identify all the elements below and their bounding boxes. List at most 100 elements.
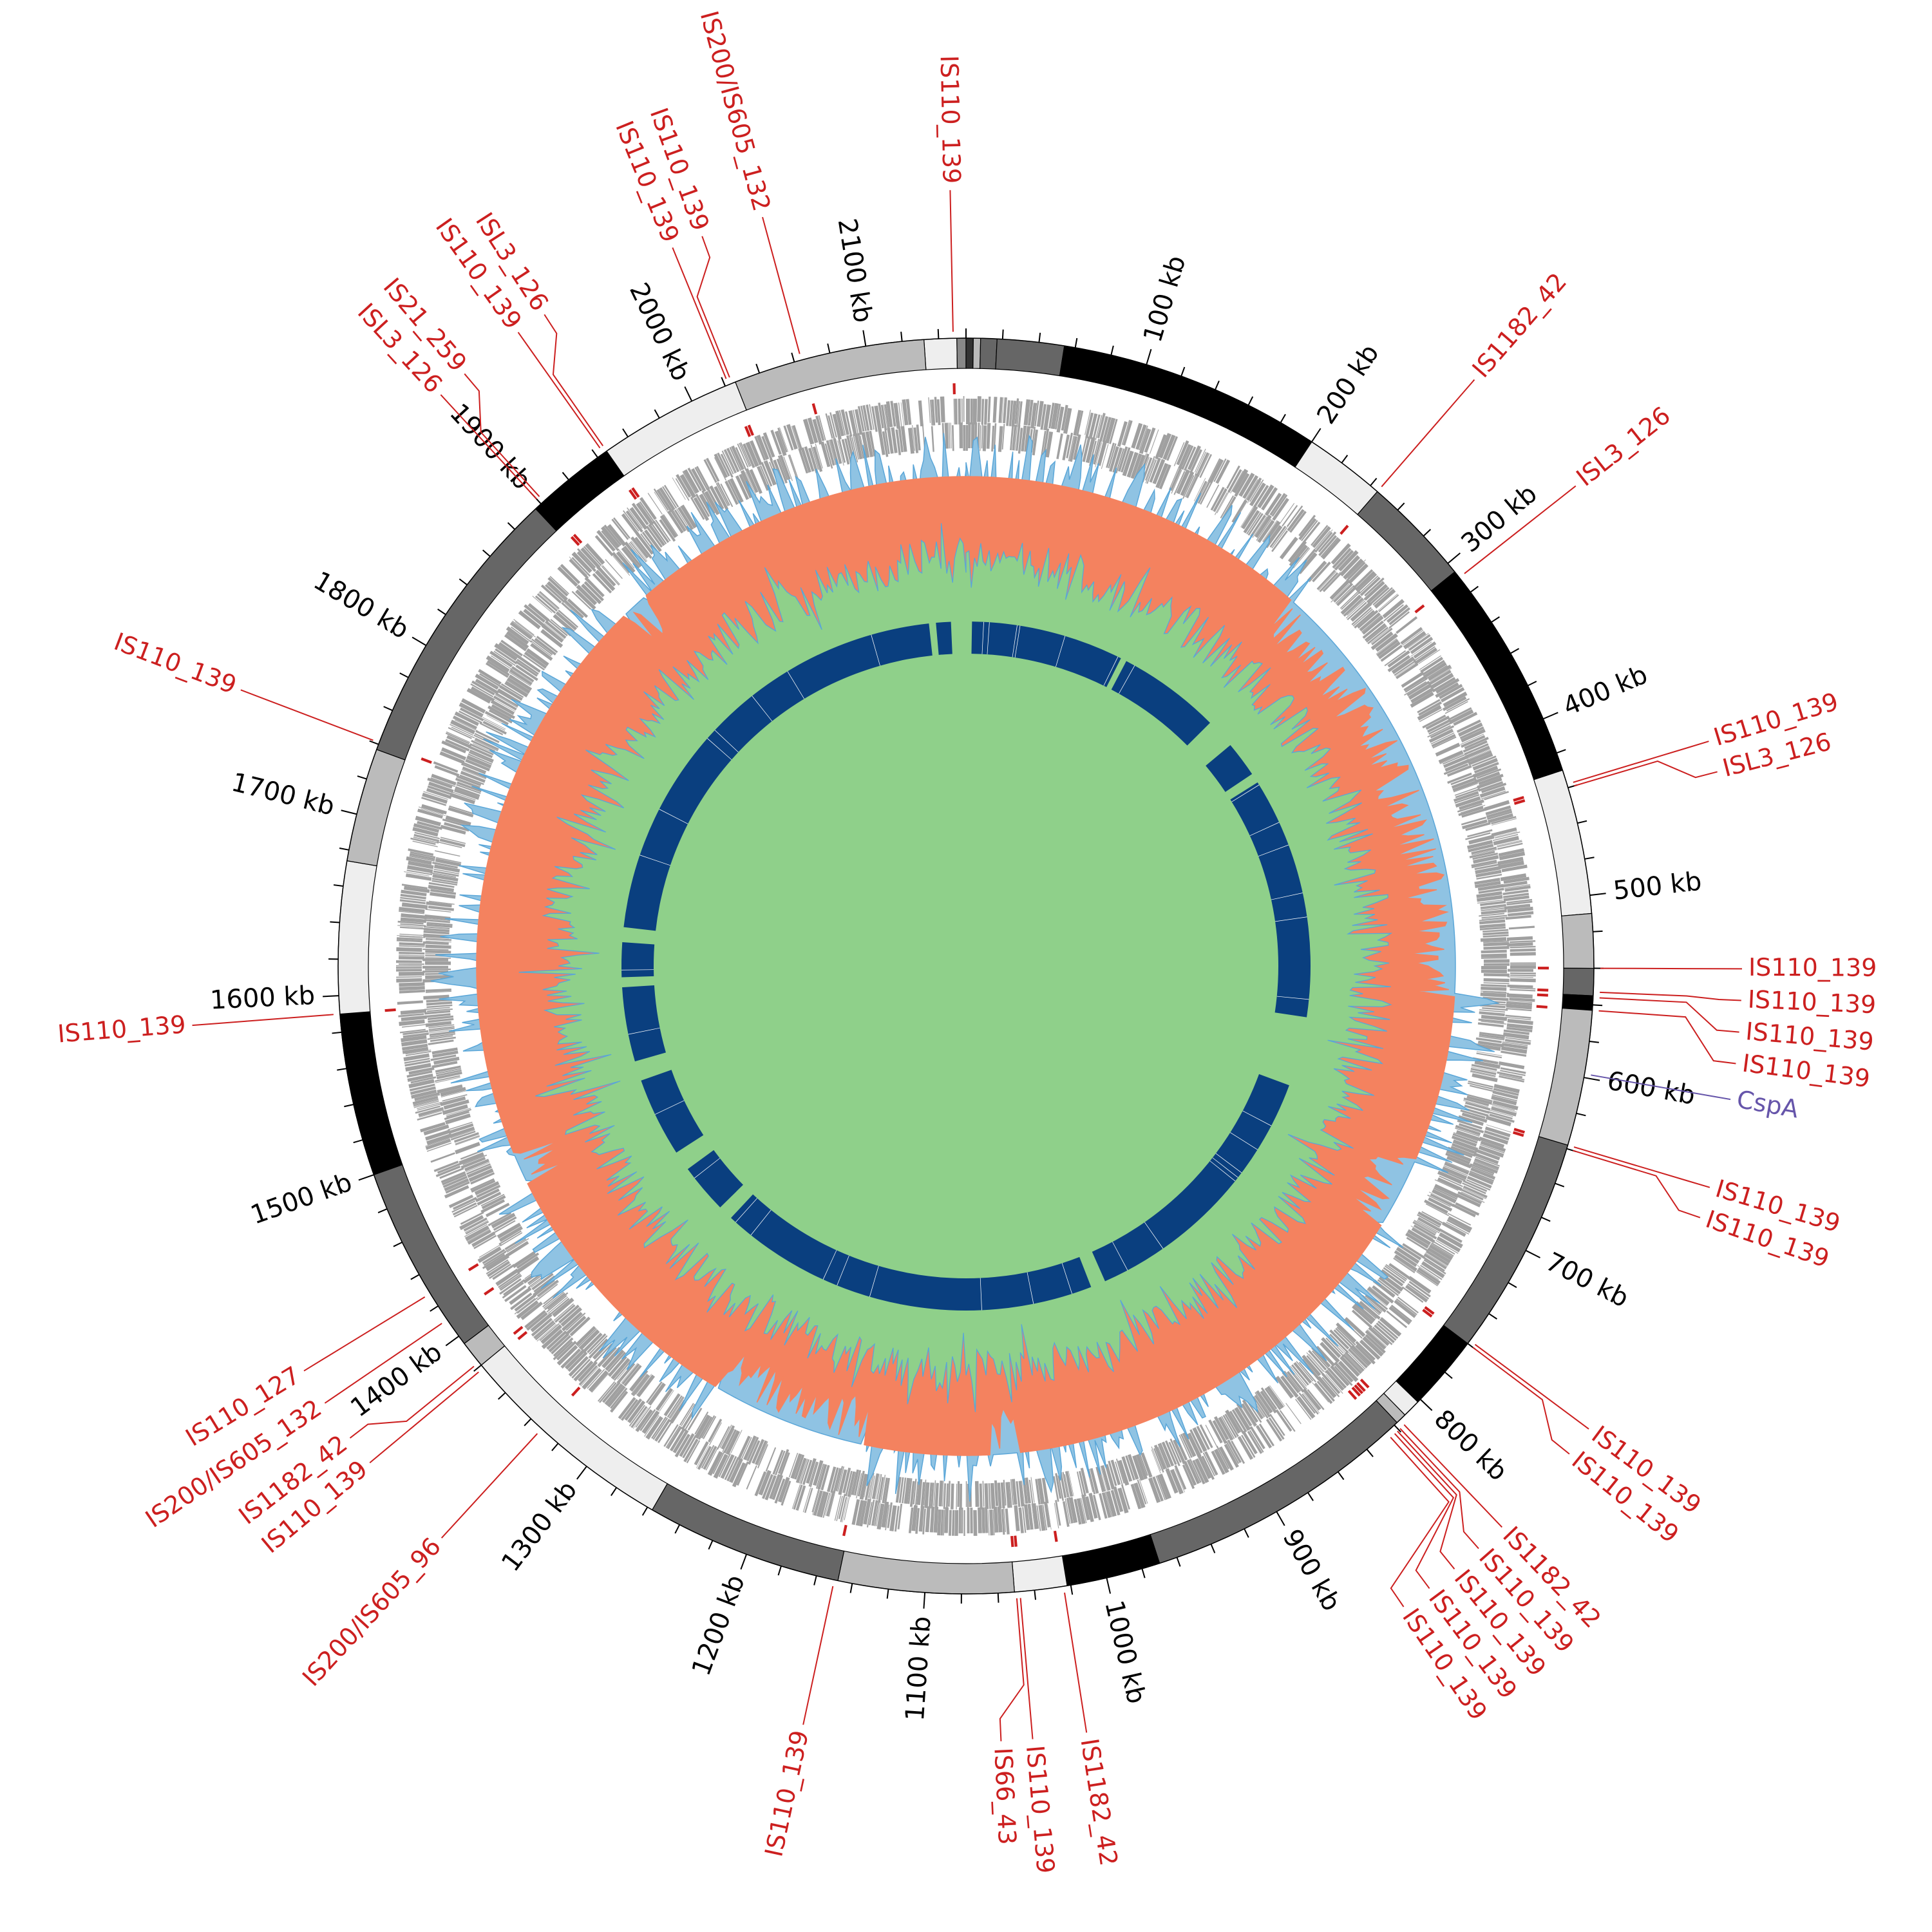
gene-block (924, 1482, 930, 1508)
gene-block (1298, 1392, 1316, 1414)
gene-block (1413, 641, 1437, 659)
gene-block (1301, 520, 1318, 542)
gene-block (758, 1470, 772, 1496)
gene-block (1381, 1269, 1404, 1287)
gene-block (754, 436, 766, 461)
gene-block (963, 1510, 965, 1536)
gene-block (1457, 803, 1482, 813)
gene-block (1476, 1052, 1502, 1059)
gene-block (1497, 842, 1523, 850)
gene-block (1014, 398, 1019, 424)
gene-block (1212, 1420, 1227, 1444)
gene-block (1362, 1294, 1383, 1312)
tick-label: 600 kb (1605, 1066, 1698, 1111)
gene-block (891, 427, 898, 453)
gene-block (1481, 986, 1507, 991)
gene-block (1243, 510, 1260, 534)
gene-block (1351, 607, 1372, 625)
gene-block (1032, 429, 1038, 456)
gene-block (1046, 1504, 1052, 1530)
gene-block (435, 857, 462, 864)
core-ring-break (1119, 665, 1135, 694)
gene-block (515, 1256, 540, 1274)
is-element-marker (571, 1387, 581, 1397)
gene-block (1413, 1220, 1437, 1235)
gene-block (515, 621, 536, 638)
gene-block (1043, 428, 1050, 455)
gene-block (490, 699, 515, 715)
gene-block (1240, 1405, 1255, 1427)
gene-block (943, 1483, 947, 1510)
gene-block (1318, 531, 1337, 553)
gene-block (931, 399, 936, 426)
gene-block (1241, 1403, 1258, 1427)
gene-block (1289, 544, 1308, 567)
gene-block (505, 1240, 529, 1258)
feature-leader-line (464, 373, 540, 497)
gene-block (553, 614, 575, 634)
gene-block (825, 413, 833, 439)
gene-block (1347, 563, 1368, 585)
gene-block (648, 523, 666, 547)
feature-leader-line (440, 394, 538, 500)
gene-block (1146, 459, 1157, 484)
gene-block (1065, 1498, 1071, 1524)
gene-block (871, 406, 878, 432)
gene-block (629, 542, 646, 564)
gene-block (1104, 417, 1116, 444)
gene-block (1186, 474, 1199, 498)
gene-block (1152, 459, 1166, 484)
gene-block (1225, 1409, 1242, 1434)
feature-leader-line (672, 247, 727, 379)
gene-block (884, 404, 890, 430)
gene-block (693, 497, 710, 521)
gene-block (1113, 1486, 1124, 1512)
minor-tick (473, 1364, 482, 1372)
gene-block (1174, 1468, 1185, 1493)
gene-block (884, 428, 890, 455)
gene-block (424, 926, 450, 930)
gene-block (401, 1015, 427, 1021)
gene-block (621, 547, 640, 569)
gene-block (1157, 1475, 1168, 1500)
tick-label: 1200 kb (687, 1571, 751, 1680)
gene-block (1453, 791, 1479, 802)
gene-block (1289, 511, 1307, 533)
gene-block (1455, 1124, 1481, 1136)
gene-block (405, 1063, 431, 1072)
gene-block (763, 460, 777, 486)
gene-block (1117, 1487, 1129, 1513)
gene-block (597, 1381, 616, 1402)
minor-tick (339, 848, 349, 851)
gene-block (690, 497, 705, 520)
gene-block (915, 1508, 920, 1534)
gene-block (1416, 1271, 1438, 1287)
gene-block (1493, 1084, 1520, 1094)
gene-block (1423, 1259, 1446, 1274)
is-element-label: IS1182_42 (1075, 1736, 1122, 1868)
core-ring-break (787, 671, 805, 699)
gene-block (1260, 1387, 1278, 1410)
gene-block (816, 1491, 827, 1517)
gene-block (1080, 1468, 1089, 1494)
tick-label: 1100 kb (900, 1615, 937, 1722)
minor-tick (1038, 332, 1041, 343)
gene-block (1412, 1221, 1436, 1236)
gene-block (1370, 631, 1394, 650)
gene-block (454, 719, 478, 732)
gene-block (1470, 1070, 1496, 1077)
is-element-marker (628, 489, 638, 500)
gene-block (549, 1298, 570, 1316)
gene-block (806, 1458, 817, 1484)
gene-block (1361, 615, 1382, 633)
gene-block (1466, 1175, 1492, 1189)
gene-block (674, 509, 690, 533)
gene-block (639, 1409, 656, 1432)
gene-block (1262, 520, 1278, 542)
gene-block (958, 399, 961, 425)
gene-block (992, 397, 998, 423)
gene-block (412, 1095, 439, 1105)
core-ring-break (1014, 625, 1021, 658)
gene-block (958, 1507, 961, 1533)
gene-block (1329, 579, 1350, 600)
